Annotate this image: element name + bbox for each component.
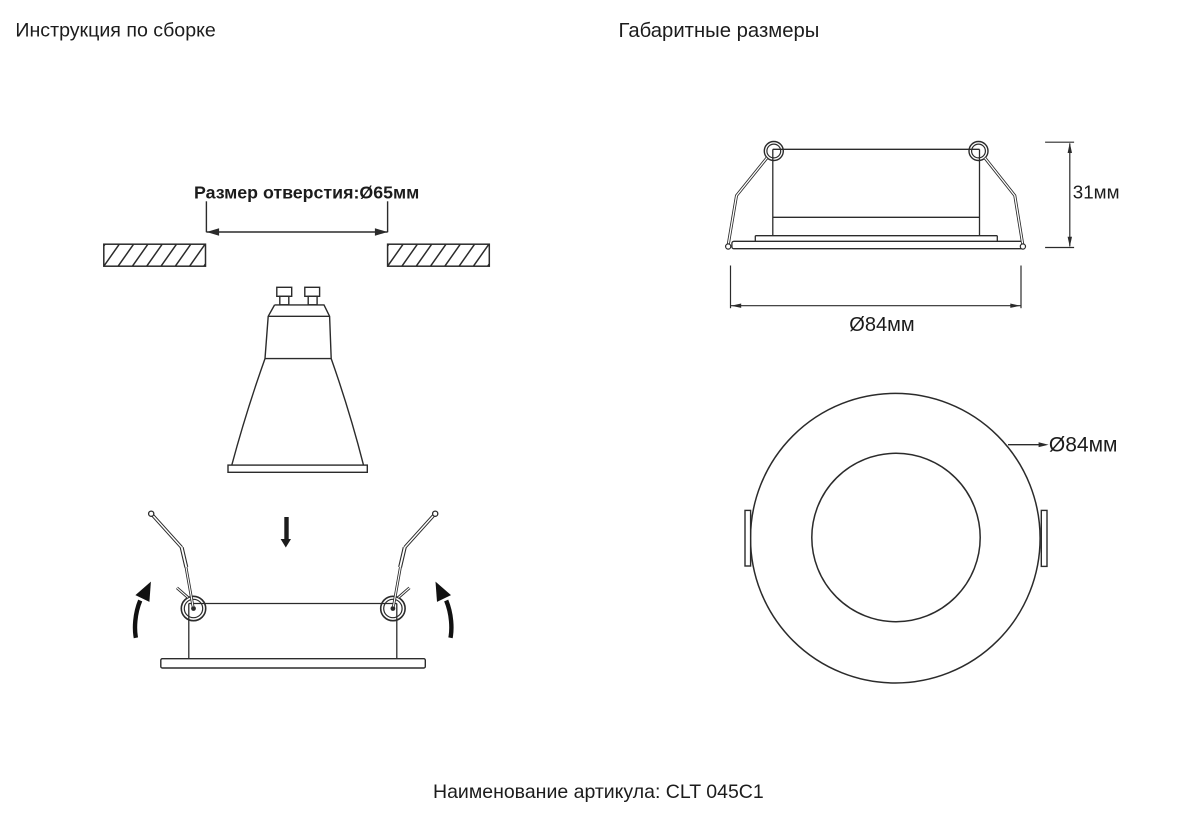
- svg-text:Размер отверстия:Ø65мм: Размер отверстия:Ø65мм: [194, 182, 419, 202]
- svg-text:Габаритные размеры: Габаритные размеры: [619, 20, 820, 42]
- svg-text:31мм: 31мм: [1073, 182, 1120, 203]
- svg-text:Ø84мм: Ø84мм: [849, 314, 914, 336]
- svg-text:Наименование артикула: CLT 045: Наименование артикула: CLT 045C1: [433, 781, 764, 803]
- svg-text:Инструкция по сборке: Инструкция по сборке: [15, 20, 215, 42]
- svg-text:Ø84мм: Ø84мм: [1049, 434, 1118, 457]
